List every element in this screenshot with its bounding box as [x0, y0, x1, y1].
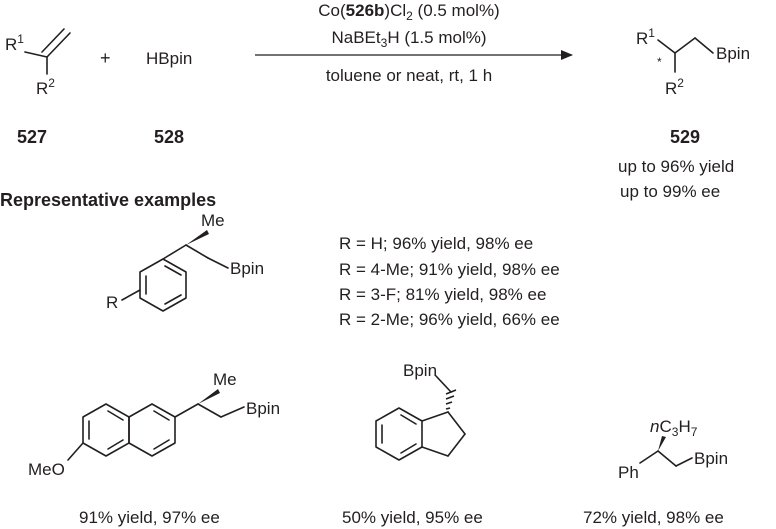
naphthyl-me-label: Me [213, 370, 237, 389]
svg-text:R1: R1 [636, 26, 655, 48]
propyl-bpin-label: Bpin [694, 449, 728, 468]
r2-superscript: 2 [48, 76, 55, 90]
aryl-variant-3f: R = 3-F; 81% yield, 98% ee [339, 285, 546, 304]
r1-label: R [5, 35, 17, 54]
reactant-528-number: 528 [154, 127, 184, 147]
r1-superscript: 1 [17, 32, 24, 46]
example-propyl-structure: nC3H7 Ph Bpin [618, 417, 728, 482]
r2-label: R [36, 79, 48, 98]
indane-bpin-label: Bpin [403, 361, 437, 380]
naphthyl-meo-label: MeO [28, 460, 65, 479]
propyl-result: 72% yield, 98% ee [583, 508, 724, 527]
product-yield: up to 96% yield [618, 157, 734, 176]
propyl-ph-label: Ph [618, 463, 639, 482]
svg-text:R2: R2 [36, 76, 55, 98]
naphthyl-result: 91% yield, 97% ee [79, 508, 220, 527]
product-bpin-label: Bpin [716, 44, 750, 63]
plus-sign: + [100, 48, 111, 68]
svg-text:R1: R1 [5, 32, 24, 54]
product-ee: up to 99% ee [620, 182, 720, 201]
aryl-variant-4me: R = 4-Me; 91% yield, 98% ee [339, 260, 560, 279]
condition-reductant: NaBEt3H (1.5 mol%) [331, 28, 486, 50]
product-r1-label: R [636, 29, 648, 48]
naphthyl-bpin-label: Bpin [246, 399, 280, 418]
svg-text:R2: R2 [665, 76, 684, 98]
reactant-527-structure: R1 R2 [5, 28, 71, 98]
aryl-me-label: Me [201, 211, 225, 230]
stereocenter-star: * [657, 55, 662, 69]
condition-catalyst: Co(526b)Cl2 (0.5 mol%) [318, 1, 499, 23]
indane-result: 50% yield, 95% ee [342, 508, 483, 527]
reactant-527-number: 527 [17, 127, 47, 147]
aryl-variant-h: R = H; 96% yield, 98% ee [339, 234, 533, 253]
aryl-variant-2me: R = 2-Me; 96% yield, 66% ee [339, 310, 560, 329]
propyl-nc3h7-label: nC3H7 [650, 417, 698, 439]
example-aryl-structure: Me Bpin R [106, 211, 264, 312]
product-r2-label: R [665, 79, 677, 98]
product-529-structure: R1 R2 * Bpin [636, 26, 750, 98]
condition-solvent: toluene or neat, rt, 1 h [326, 66, 492, 85]
example-naphthyl-structure: Me Bpin MeO [28, 370, 280, 479]
aryl-r-label: R [106, 293, 118, 312]
hbpin-label: HBpin [146, 49, 192, 68]
aryl-bpin-label: Bpin [230, 259, 264, 278]
examples-heading: Representative examples [0, 190, 216, 210]
product-529-number: 529 [670, 127, 700, 147]
example-indane-structure: Bpin [375, 361, 466, 461]
